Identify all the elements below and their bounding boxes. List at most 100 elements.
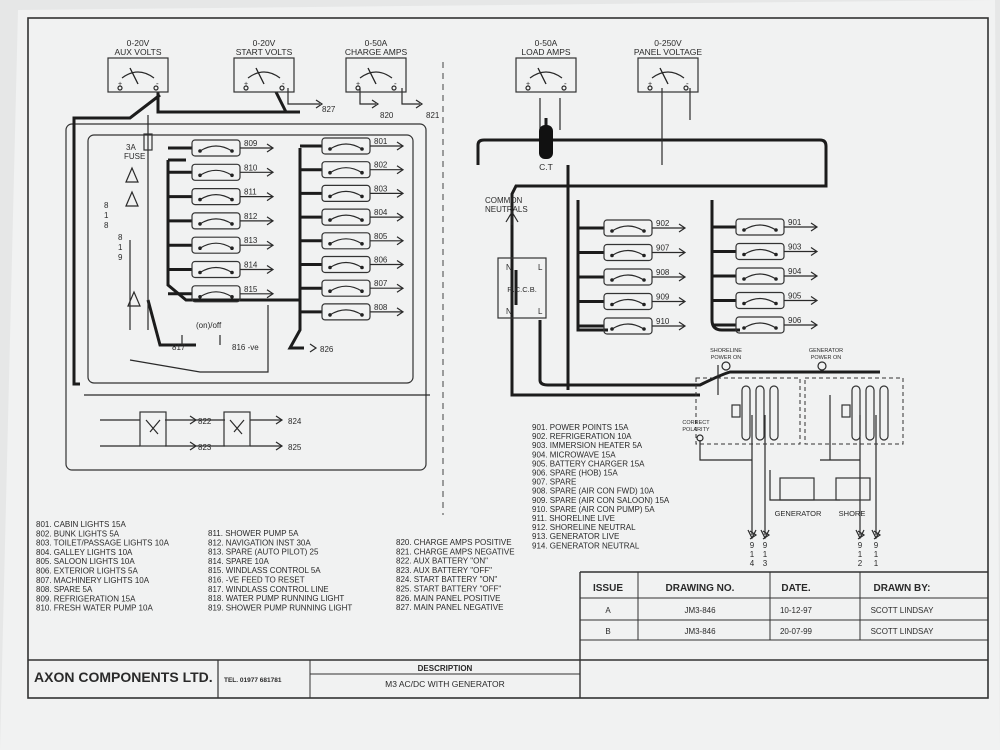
dc-breaker[interactable]: 813: [191, 236, 275, 254]
arrow-head: [266, 143, 275, 153]
breaker-terminal: [328, 170, 332, 175]
terminal-dot: [525, 85, 531, 91]
legend-dc-entry: 806. EXTERIOR LIGHTS 5A: [36, 567, 138, 576]
breaker-terminal: [360, 194, 364, 199]
ac-breaker[interactable]: 907: [603, 244, 687, 262]
breaker-number: 901: [788, 218, 802, 227]
title-block-cell: 20-07-99: [780, 627, 813, 636]
meter-minus-terminal: -: [394, 79, 397, 88]
terminal-dot: [243, 85, 249, 91]
dc-breaker[interactable]: 814: [191, 261, 275, 279]
shoreline-power-on-label: SHORELINE: [710, 348, 742, 354]
legend-dc-entry: 808. SPARE 5A: [36, 585, 93, 594]
arrow-head: [266, 289, 275, 299]
shore-switch-label: SHORE: [839, 509, 866, 518]
switch-contacts: [145, 419, 161, 435]
dc-breaker[interactable]: 804: [321, 208, 405, 226]
ac-breaker[interactable]: 909: [603, 293, 687, 311]
ac-breaker[interactable]: 910: [603, 317, 687, 335]
common-neutrals-label: NEUTRALS: [485, 205, 528, 214]
breaker-number: 805: [374, 232, 388, 241]
dc-breaker[interactable]: 809: [191, 139, 275, 157]
meter-face: [107, 57, 169, 93]
ac-breaker[interactable]: 903: [735, 243, 819, 261]
breaker-terminal: [198, 246, 202, 250]
meter-scale: [529, 71, 563, 79]
wire-label-821: 821: [426, 111, 440, 120]
arrow-head: [747, 529, 757, 540]
breaker-contact: [611, 274, 645, 281]
title-block-header: ISSUE: [593, 583, 623, 594]
breaker-terminal: [610, 278, 614, 282]
dc-breaker[interactable]: 801: [321, 137, 405, 155]
ac-breaker[interactable]: 905: [735, 292, 819, 310]
start-battery-switch[interactable]: [223, 411, 251, 447]
dc-breaker[interactable]: 805: [321, 232, 405, 250]
aux-battery-switch[interactable]: [139, 411, 167, 447]
terminal-dot: [153, 85, 159, 91]
breaker-contact: [743, 322, 777, 329]
breaker-contact: [329, 238, 363, 245]
dc-breaker[interactable]: 803: [321, 184, 405, 202]
shore-switch[interactable]: [835, 477, 871, 501]
breaker-number: 905: [788, 292, 802, 301]
legend-dc-entry: 825. START BATTERY "OFF": [396, 585, 501, 594]
output-wire-number: 1: [874, 550, 879, 559]
ac-breaker[interactable]: 908: [603, 268, 687, 286]
meter-plus-terminal: +: [356, 81, 360, 88]
legend-ac-entry: 908. SPARE (AIR CON FWD) 10A: [532, 487, 655, 496]
dc-breaker[interactable]: 815: [191, 285, 275, 303]
arrow-head: [396, 260, 405, 269]
legend-ac-entry: 904. MICROWAVE 15A: [532, 450, 616, 459]
meter-range-label: 0-20V: [253, 38, 276, 48]
breaker-contact: [611, 298, 645, 306]
dc-breaker[interactable]: 808: [321, 303, 405, 321]
legend-dc-entry: 826. MAIN PANEL POSITIVE: [396, 594, 500, 603]
title-block-cell: B: [605, 627, 610, 636]
breaker-terminal: [774, 252, 778, 257]
breaker-terminal: [642, 253, 646, 258]
title-block-header: DATE.: [781, 583, 810, 594]
output-wire-number: 9: [750, 541, 755, 550]
output-wire-number: 2: [858, 559, 863, 568]
breaker-terminal: [360, 313, 364, 317]
arrow-head: [396, 212, 405, 222]
meter-scale: [651, 71, 685, 79]
breaker-number: 812: [244, 212, 258, 221]
fuse-symbol: [143, 133, 153, 151]
breaker-terminal: [328, 313, 332, 317]
dc-breaker[interactable]: 811: [191, 188, 275, 206]
dc-breaker[interactable]: 802: [321, 161, 405, 179]
rccb-l-label: L: [538, 263, 543, 272]
dc-breaker[interactable]: 807: [321, 279, 405, 297]
breaker-number: 906: [788, 316, 802, 325]
legend-dc-entry: 811. SHOWER PUMP 5A: [208, 529, 299, 538]
dc-panel-outline: [65, 123, 427, 471]
ac-breaker[interactable]: 906: [735, 316, 819, 334]
ac-breaker[interactable]: 902: [603, 219, 687, 237]
meter-name-label: AUX VOLTS: [114, 47, 161, 57]
breaker-terminal: [742, 252, 746, 257]
arrow-head: [810, 222, 819, 232]
dc-breaker[interactable]: 806: [321, 256, 405, 274]
dc-breaker[interactable]: 812: [191, 212, 275, 230]
meter-name-label: LOAD AMPS: [521, 47, 570, 57]
rccb-l-label: L: [538, 307, 543, 316]
diode-symbol: [127, 290, 141, 307]
wire-label-819: 9: [118, 253, 123, 262]
arrow-head: [266, 216, 275, 226]
breaker-contact: [611, 249, 645, 257]
breaker-terminal: [642, 278, 646, 282]
generator-switch[interactable]: [779, 477, 815, 501]
dc-breaker[interactable]: 810: [191, 163, 275, 181]
ac-breaker[interactable]: 904: [735, 267, 819, 285]
legend-dc-entry: 802. BUNK LIGHTS 5A: [36, 529, 120, 538]
ac-breaker[interactable]: 901: [735, 218, 819, 236]
output-wire-number: 3: [763, 559, 768, 568]
breaker-contact: [743, 248, 777, 256]
breaker-terminal: [360, 289, 364, 294]
